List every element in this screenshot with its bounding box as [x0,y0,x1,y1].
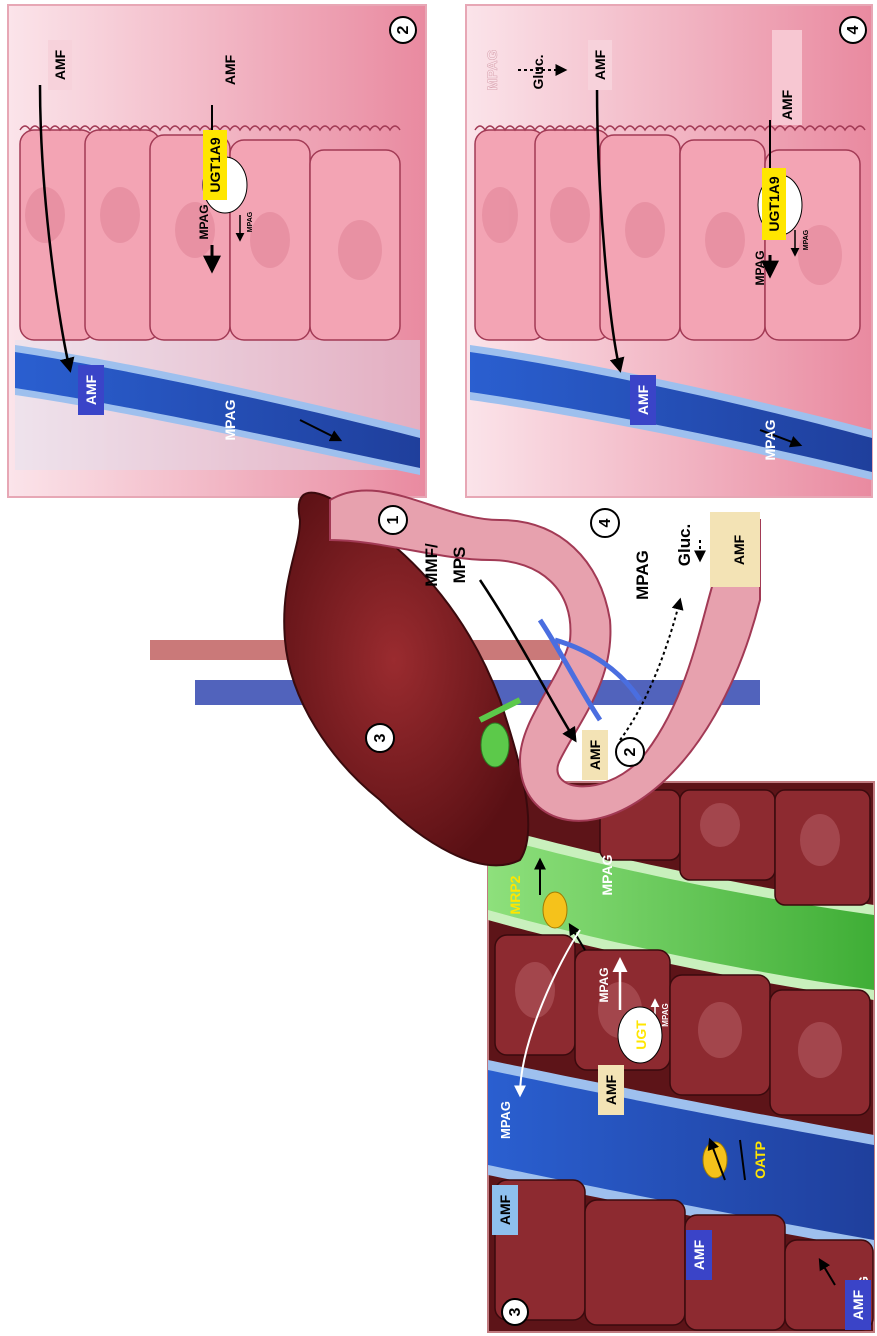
svg-text:MRP2: MRP2 [507,875,523,914]
center-badge-3: 3 [366,724,394,752]
svg-text:MPAG: MPAG [247,211,254,232]
panel3-mpag-bile-label: MPAG [599,854,615,895]
svg-text:MPAG: MPAG [222,399,238,440]
svg-text:AMF: AMF [850,1289,866,1320]
svg-text:AMF: AMF [779,89,795,120]
panel4-amf-blood-label: AMF [630,375,656,425]
svg-text:3: 3 [372,733,389,742]
center-amf-label: AMF [582,730,608,780]
panel4-amf-cell-label: AMF [772,30,802,125]
panel2-mpag-blood-label: MPAG [222,399,238,440]
svg-text:MPAG: MPAG [762,419,778,460]
panel3-amf-blood-upper-label: AMF [492,1185,518,1235]
panel4-ugt1a9-label: UGT1A9 [762,168,786,240]
panel3-amf-blood-middle-label: AMF [686,1230,712,1280]
svg-text:MPAG: MPAG [597,967,611,1002]
panel3-amf-cell-label: AMF [598,1065,624,1115]
panel2-number-badge: 2 [390,17,416,43]
svg-text:AMF: AMF [52,49,68,80]
svg-text:1: 1 [385,515,402,524]
panel3-amf-blood-lower-label: AMF [845,1280,871,1330]
svg-text:MPAG: MPAG [599,854,615,895]
svg-text:Gluc.: Gluc. [530,54,546,89]
panel2-ugt1a9-label: UGT1A9 [203,130,227,200]
center-mpag-label: MPAG [633,550,652,600]
panel4-mpag-lumen-label: MPAG [484,49,500,90]
svg-text:Gluc.: Gluc. [675,524,694,567]
panel-3-liver: MRP2 MPAG MPAG MPAG UGT AMF MPAG AMF OAT… [488,782,874,1332]
panel-2-intestine: AMF AMF UGT1A9 MPAG MPAG AMF MPAG 2 [8,5,426,497]
svg-text:2: 2 [395,25,412,34]
center-badge-1: 1 [379,506,407,534]
panel2-amf-cell-label: AMF [222,54,238,85]
svg-text:AMF: AMF [603,1074,619,1105]
svg-text:MMF/: MMF/ [422,543,441,587]
svg-text:UGT1A9: UGT1A9 [207,137,223,192]
svg-text:AMF: AMF [592,49,608,80]
svg-text:UGT: UGT [633,1020,649,1050]
center-badge-4: 4 [591,509,619,537]
svg-text:OATP: OATP [752,1141,768,1179]
svg-text:MPAG: MPAG [803,229,810,250]
svg-text:AMF: AMF [691,1239,707,1270]
svg-text:MPAG: MPAG [661,1003,670,1026]
panel3-ugt-label: UGT [633,1020,649,1050]
svg-text:4: 4 [845,25,862,34]
svg-text:AMF: AMF [497,1194,513,1225]
center-badge-2: 2 [616,738,644,766]
svg-text:MPAG: MPAG [633,550,652,600]
panel4-gluc-lumen-label: Gluc. [530,54,546,89]
svg-text:AMF: AMF [222,54,238,85]
center-gluc-label: Gluc. [675,524,694,567]
panel4-amf-lumen-label: AMF [588,40,612,90]
svg-text:AMF: AMF [635,384,651,415]
panel3-number-badge: 3 [502,1299,528,1325]
panel3-mrp2-label: MRP2 [507,875,523,914]
svg-text:MPAG: MPAG [484,49,500,90]
panel-4-intestine: MPAG Gluc. AMF AMF UGT1A9 MPAG MPAG AMF … [466,5,872,497]
svg-text:AMF: AMF [587,739,603,770]
panel2-amf-lumen-label: AMF [48,40,72,90]
svg-text:UGT1A9: UGT1A9 [766,176,782,231]
svg-text:2: 2 [622,747,639,756]
svg-text:AMF: AMF [83,374,99,405]
panel3-oatp-label: OATP [752,1141,768,1179]
svg-text:4: 4 [597,518,614,527]
panel3-mpag-blood-upper-label: MPAG [498,1101,513,1139]
panel2-amf-blood-label: AMF [78,365,104,415]
panel4-mpag-blood-label: MPAG [762,419,778,460]
svg-text:MPAG: MPAG [498,1101,513,1139]
svg-text:MPAG: MPAG [197,204,211,239]
svg-text:AMF: AMF [731,534,747,565]
panel4-number-badge: 4 [840,17,866,43]
svg-text:MPAG: MPAG [753,250,767,285]
svg-text:MPS: MPS [450,547,469,584]
svg-text:3: 3 [507,1307,524,1316]
center-amf-end-label: AMF [710,512,760,587]
